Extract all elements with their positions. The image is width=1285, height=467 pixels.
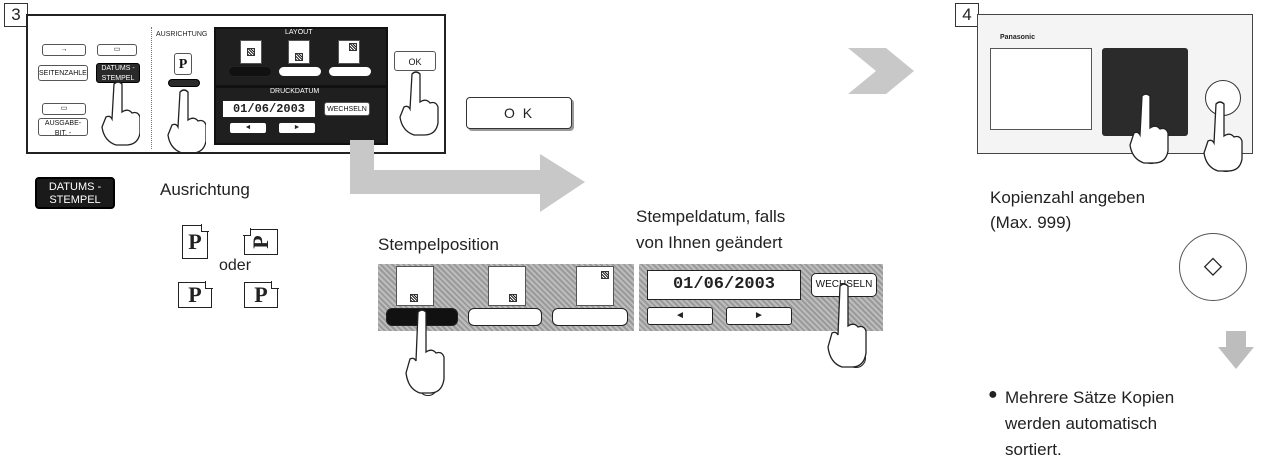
brand-label: Panasonic [1000, 34, 1036, 41]
orientation-landscape-icon: P [178, 281, 213, 308]
stempeldatum-label-line1: Stempeldatum, falls [636, 207, 786, 226]
date-left-button[interactable]: ◄ [647, 307, 713, 325]
datums-stempel-badge: DATUMS -STEMPEL [35, 177, 115, 209]
ausrichtung-section [151, 27, 212, 149]
step-number-4: 4 [955, 3, 979, 27]
ausgabe-stempel-button[interactable]: AUSGABE-BIT. -STEMPEL [38, 118, 88, 136]
druckdatum-header: DRUCKDATUM [270, 88, 320, 95]
orientation-button[interactable]: P [174, 53, 192, 75]
pointing-hand-icon-3 [405, 309, 445, 394]
date-right-button[interactable]: ► [726, 307, 792, 325]
note-line-2: werden automatisch [1005, 414, 1158, 433]
orientation-landscape-rotated-icon: P [244, 281, 279, 308]
note-bullet: ● [988, 386, 998, 403]
kopienzahl-label-line1: Kopienzahl angeben [990, 188, 1146, 207]
seitenzahlen-button[interactable]: SEITENZAHLEN [38, 65, 88, 81]
oder-label: oder [219, 257, 252, 274]
layout-tile-center[interactable] [288, 40, 310, 64]
flow-arrow-down [1218, 331, 1254, 369]
datumsstempel-button[interactable]: DATUMS -STEMPEL [96, 63, 140, 83]
ausrichtung-label: Ausrichtung [160, 180, 250, 199]
pointing-hand-icon-1 [101, 81, 140, 146]
layout-tile-right[interactable] [338, 40, 360, 64]
stempel-pill-center[interactable] [468, 308, 542, 326]
layout-header: LAYOUT [285, 29, 313, 36]
pointing-hand-icon-4 [827, 283, 867, 368]
layout-pill-center[interactable] [278, 66, 322, 77]
step-number-3: 3 [4, 3, 28, 27]
seitenzahlen-icon-button[interactable]: → [42, 44, 86, 56]
ausgabe-icon-button[interactable]: ▭ [42, 103, 86, 115]
copier-lcd-screen [990, 48, 1092, 130]
stempelposition-label: Stempelposition [378, 235, 499, 254]
ok-button[interactable]: O K [466, 97, 572, 129]
stempel-tile-left[interactable] [396, 266, 434, 306]
date-right-button-small[interactable]: ► [278, 122, 316, 134]
stempel-tile-center[interactable] [488, 266, 526, 306]
druckdatum-display: 01/06/2003 [222, 100, 316, 118]
pointing-hand-icon-5 [399, 71, 439, 136]
note-line-1: Mehrere Sätze Kopien [1005, 388, 1175, 407]
ausrichtung-header: AUSRICHTUNG [156, 31, 208, 38]
pointing-hand-icon-2 [167, 89, 206, 152]
flow-chevron-right [848, 48, 914, 94]
kopienzahl-label-line2: (Max. 999) [990, 213, 1072, 232]
stempeldatum-label-line2: von Ihnen geändert [636, 233, 783, 252]
date-left-button-small[interactable]: ◄ [229, 122, 267, 134]
ok-button-small[interactable]: OK [394, 51, 436, 71]
stempeldatum-display: 01/06/2003 [647, 270, 801, 300]
layout-pill-right[interactable] [328, 66, 372, 77]
stempel-tile-right[interactable] [576, 266, 614, 306]
wechseln-button-small[interactable]: WECHSELN [324, 102, 370, 116]
orientation-portrait-rotated-icon: P [244, 229, 278, 255]
stempel-pill-right[interactable] [552, 308, 628, 326]
start-button-large[interactable]: ◇ [1179, 233, 1247, 301]
flow-arrow-down-right [350, 140, 585, 212]
orientation-selected-bar[interactable] [168, 79, 200, 87]
datums-icon-button[interactable]: ▭ [97, 44, 137, 56]
pointing-hand-icon-step4-2 [1203, 101, 1243, 172]
layout-pill-left[interactable] [228, 66, 272, 77]
orientation-portrait-icon: P [182, 224, 209, 259]
layout-tile-left[interactable] [240, 40, 262, 64]
note-line-3: sortiert. [1005, 440, 1062, 459]
start-diamond-icon: ◇ [1203, 252, 1223, 279]
pointing-hand-icon-step4-1 [1129, 93, 1169, 164]
